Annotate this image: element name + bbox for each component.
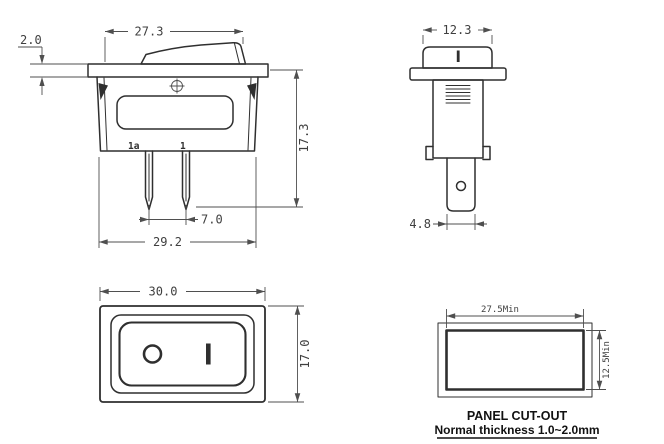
dim-body-width-label: 29.2 bbox=[153, 235, 182, 249]
front-body bbox=[432, 79, 484, 159]
dim-cutout-width-label: 27.5Min bbox=[481, 305, 519, 315]
dim-2-extension-lines bbox=[30, 63, 88, 78]
side-mount-clip-left bbox=[98, 83, 108, 100]
top-rocker-face bbox=[118, 321, 247, 387]
dim-top-height-label: 17.0 bbox=[298, 340, 312, 369]
front-rocker-actuator bbox=[422, 46, 493, 69]
front-snap-feet bbox=[425, 145, 491, 161]
side-label-recess bbox=[116, 95, 234, 130]
off-marking-symbol bbox=[142, 344, 163, 364]
panel-cutout-title: PANEL CUT-OUT bbox=[467, 409, 568, 423]
front-view: 12.3 4.8 bbox=[409, 23, 507, 231]
dim-12.5min-extension-lines bbox=[586, 330, 606, 390]
front-terminal bbox=[446, 157, 476, 212]
dim-2-arrows bbox=[39, 55, 45, 86]
side-rocker-edge-line bbox=[234, 43, 240, 65]
dim-29.2-extension-lines bbox=[98, 157, 257, 248]
dim-12.3-extension-lines bbox=[422, 35, 493, 44]
dim-cutout-height-label: 12.5Min bbox=[602, 341, 612, 379]
dim-top-width-label: 30.0 bbox=[149, 285, 178, 299]
side-view: 2.0 27.3 29.2 7.0 17.3 1a 1 bbox=[18, 25, 311, 249]
terminal-label-1: 1 bbox=[180, 141, 186, 152]
front-body-ribs bbox=[445, 85, 471, 104]
dim-7-extension-lines bbox=[148, 205, 187, 225]
front-terminal-hole bbox=[455, 180, 467, 192]
side-pivot-crosshair bbox=[169, 78, 185, 94]
dim-terminal-width-label: 4.8 bbox=[409, 217, 431, 231]
top-bezel-outline bbox=[99, 305, 266, 403]
panel-cutout-view: 27.5Min 12.5Min PANEL CUT-OUT Normal thi… bbox=[434, 305, 612, 439]
dim-front-width-label: 12.3 bbox=[443, 23, 472, 37]
cutout-hole-outline bbox=[445, 329, 585, 391]
dim-terminal-pitch-label: 7.0 bbox=[201, 213, 223, 227]
dim-4.8-extension-lines bbox=[446, 214, 476, 230]
cutout-panel-outline bbox=[437, 322, 593, 398]
dim-actuator-width-label: 27.3 bbox=[135, 25, 164, 39]
dim-flange-thickness-label: 2.0 bbox=[20, 33, 42, 47]
dim-body-height-label: 17.3 bbox=[297, 124, 311, 153]
panel-cutout-note: Normal thickness 1.0~2.0mm bbox=[434, 423, 599, 437]
side-rocker-actuator bbox=[140, 41, 247, 65]
on-marking-symbol bbox=[206, 343, 211, 365]
side-body bbox=[96, 76, 259, 152]
top-view: 30.0 17.0 bbox=[99, 285, 312, 403]
side-mount-clip-right bbox=[247, 83, 257, 100]
dim-2-lines bbox=[18, 46, 43, 95]
front-on-marking bbox=[456, 50, 460, 62]
dim-27.3-extension-lines bbox=[104, 37, 244, 62]
top-bezel-opening bbox=[110, 314, 255, 394]
terminal-label-1a: 1a bbox=[128, 141, 140, 152]
